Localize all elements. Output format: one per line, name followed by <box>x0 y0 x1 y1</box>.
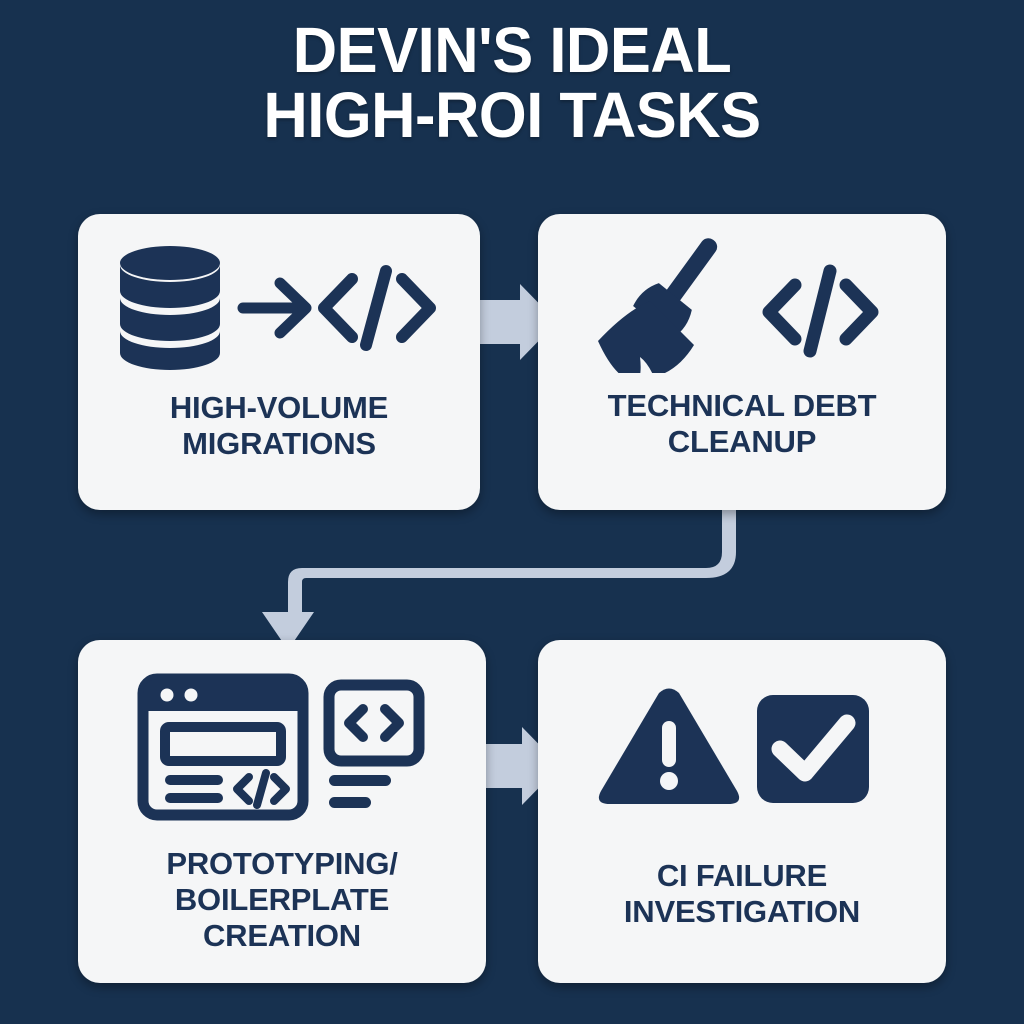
card-4-label: CI FAILURE INVESTIGATION <box>623 858 861 929</box>
card-high-volume-migrations[interactable]: HIGH-VOLUME MIGRATIONS <box>78 214 480 510</box>
code-brackets-icon <box>318 265 436 351</box>
connector-2-to-3 <box>262 506 736 650</box>
database-icon <box>120 246 220 370</box>
check-square-icon <box>757 695 869 803</box>
code-brackets-icon <box>233 769 290 809</box>
page-title: DEVIN'S IDEAL HIGH-ROI TASKS <box>263 14 761 152</box>
code-brackets-icon <box>762 264 879 358</box>
browser-window-icon <box>137 673 309 821</box>
card-2-icon-group <box>538 214 946 378</box>
code-panel-icon <box>323 679 425 808</box>
warning-triangle-icon <box>598 688 740 804</box>
card-prototyping-boilerplate-creation[interactable]: PROTOTYPING/ BOILERPLATE CREATION <box>78 640 486 983</box>
card-1-icon-group <box>78 214 480 382</box>
card-3-label: PROTOTYPING/ BOILERPLATE CREATION <box>166 846 398 953</box>
cleanup-icon-set <box>598 238 879 373</box>
ci-failure-icon-set <box>598 688 869 804</box>
broom-icon <box>598 238 718 373</box>
card-1-label: HIGH-VOLUME MIGRATIONS <box>169 390 389 461</box>
card-2-label: TECHNICAL DEBT CLEANUP <box>607 388 877 459</box>
prototyping-icon-set <box>137 673 425 821</box>
migration-icon-set <box>120 246 436 370</box>
card-ci-failure-investigation[interactable]: CI FAILURE INVESTIGATION <box>538 640 946 983</box>
card-3-icon-group <box>78 640 486 832</box>
arrow-right-icon <box>237 277 312 339</box>
card-4-icon-group <box>538 640 946 834</box>
card-technical-debt-cleanup[interactable]: TECHNICAL DEBT CLEANUP <box>538 214 946 510</box>
